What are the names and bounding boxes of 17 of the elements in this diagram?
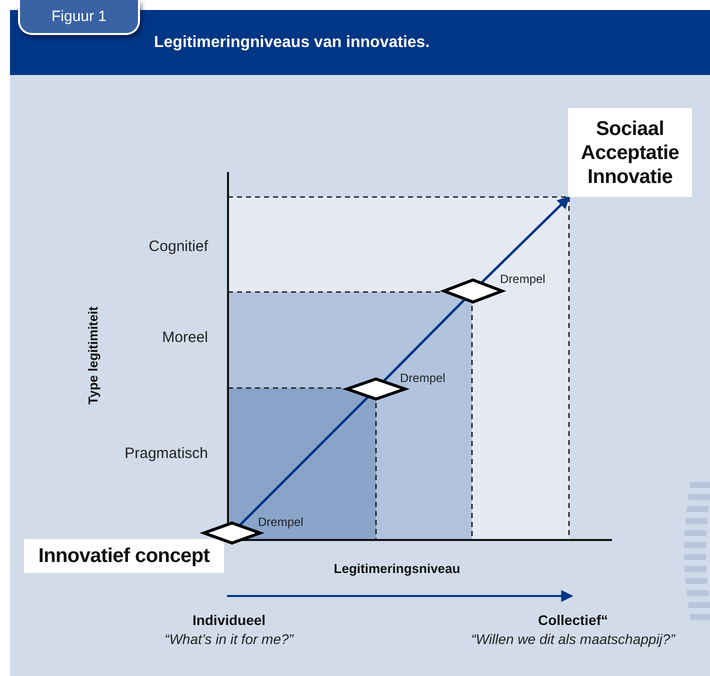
axis-tick-label: Cognitief xyxy=(148,238,208,255)
axis-title: Type legitimiteit xyxy=(86,306,100,406)
figure-tab: Figuur 1 xyxy=(18,0,140,35)
quote-text: “Willen we dit als maatschappij?” xyxy=(470,631,676,647)
title: Legitimeringniveaus van innovaties. xyxy=(154,34,430,52)
axis-tick-label: Pragmatisch xyxy=(124,445,208,462)
threshold-caption: Drempel xyxy=(258,515,304,529)
quote-text: “What’s in it for me?” xyxy=(164,631,295,647)
scale-end-label: Individueel xyxy=(191,612,267,628)
threshold-caption: Drempel xyxy=(400,371,446,385)
arrow xyxy=(480,196,570,284)
axis-title: Legitimeringsniveau xyxy=(332,561,462,576)
scale-end-label: Collectief“ xyxy=(536,612,609,628)
text-box: Sociaal Acceptatie Innovatie xyxy=(568,108,692,197)
connector-line xyxy=(383,298,466,382)
threshold-caption: Drempel xyxy=(500,272,546,286)
connector-line xyxy=(239,396,369,526)
